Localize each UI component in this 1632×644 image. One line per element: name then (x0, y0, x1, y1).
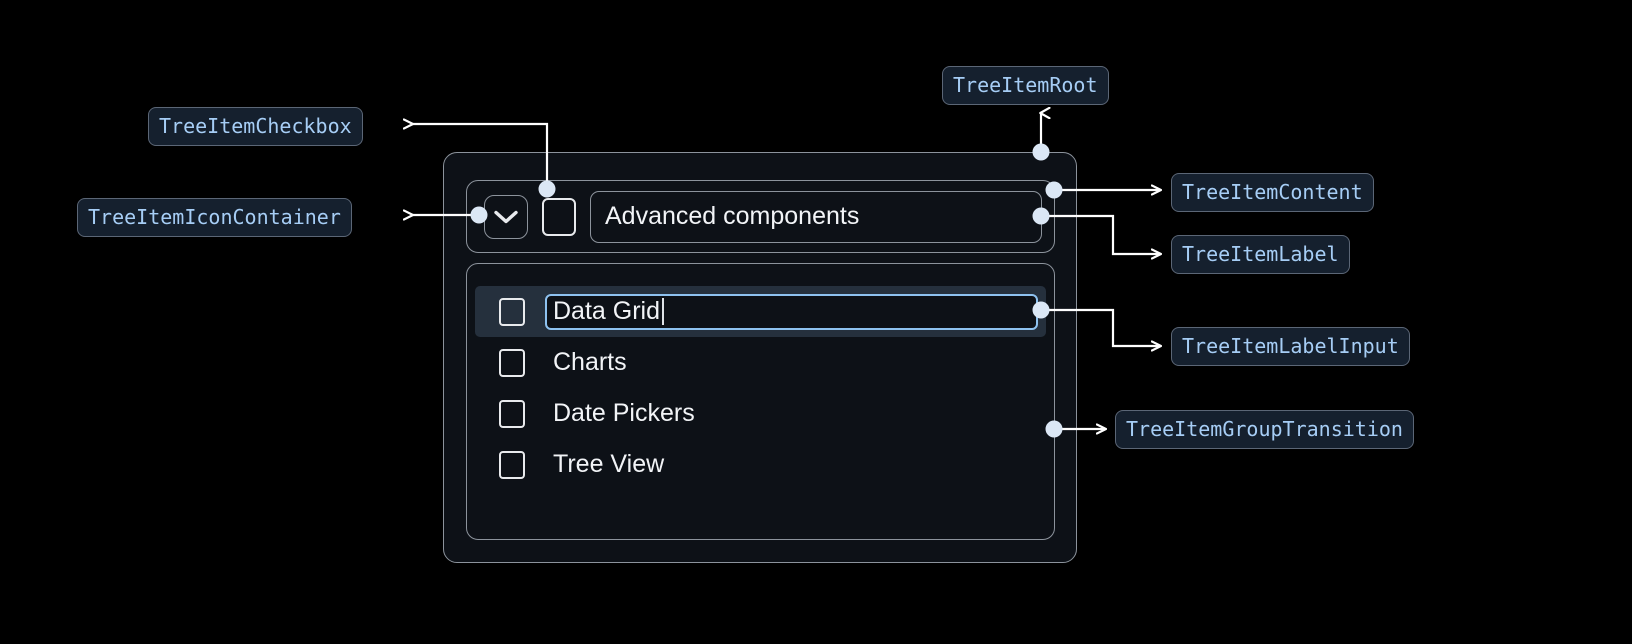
tree-item-label-input[interactable]: Data Grid (545, 293, 1038, 330)
tree-item-root[interactable]: Advanced components Data Grid Charts Dat… (443, 152, 1077, 563)
annotation-tree-item-content: TreeItemContent (1171, 173, 1374, 212)
tree-item-checkbox[interactable] (542, 197, 576, 236)
text-caret (661, 298, 664, 325)
annotation-tree-item-label: TreeItemLabel (1171, 235, 1350, 274)
tree-item-label-input-value: Data Grid (553, 297, 660, 325)
tree-item-label-tree-view: Tree View (553, 450, 665, 478)
tree-item-checkbox-data-grid[interactable] (499, 297, 525, 326)
tree-item-checkbox-date-pickers[interactable] (499, 399, 525, 428)
tree-item-label-date-pickers: Date Pickers (553, 399, 695, 427)
tree-item-row-date-pickers[interactable]: Date Pickers (467, 388, 1054, 439)
annotation-tree-item-label-input: TreeItemLabelInput (1171, 327, 1410, 366)
tree-item-label[interactable]: Advanced components (590, 190, 1042, 243)
tree-item-label-text: Advanced components (605, 202, 860, 230)
tree-item-checkbox-charts[interactable] (499, 348, 525, 377)
tree-item-row-charts[interactable]: Charts (467, 337, 1054, 388)
tree-item-row-data-grid[interactable]: Data Grid (475, 286, 1046, 337)
annotation-tree-item-group-transition: TreeItemGroupTransition (1115, 410, 1414, 449)
tree-item-row-tree-view[interactable]: Tree View (467, 439, 1054, 490)
annotation-tree-item-checkbox: TreeItemCheckbox (148, 107, 363, 146)
tree-item-content[interactable]: Advanced components (466, 180, 1055, 253)
annotation-tree-item-root: TreeItemRoot (942, 66, 1109, 105)
tree-item-group-transition: Data Grid Charts Date Pickers Tree View (466, 263, 1055, 540)
tree-item-label-charts: Charts (553, 348, 627, 376)
chevron-down-icon (494, 210, 518, 223)
annotation-tree-item-icon-container: TreeItemIconContainer (77, 198, 352, 237)
tree-item-checkbox-tree-view[interactable] (499, 450, 525, 479)
tree-item-icon-container[interactable] (484, 194, 528, 239)
